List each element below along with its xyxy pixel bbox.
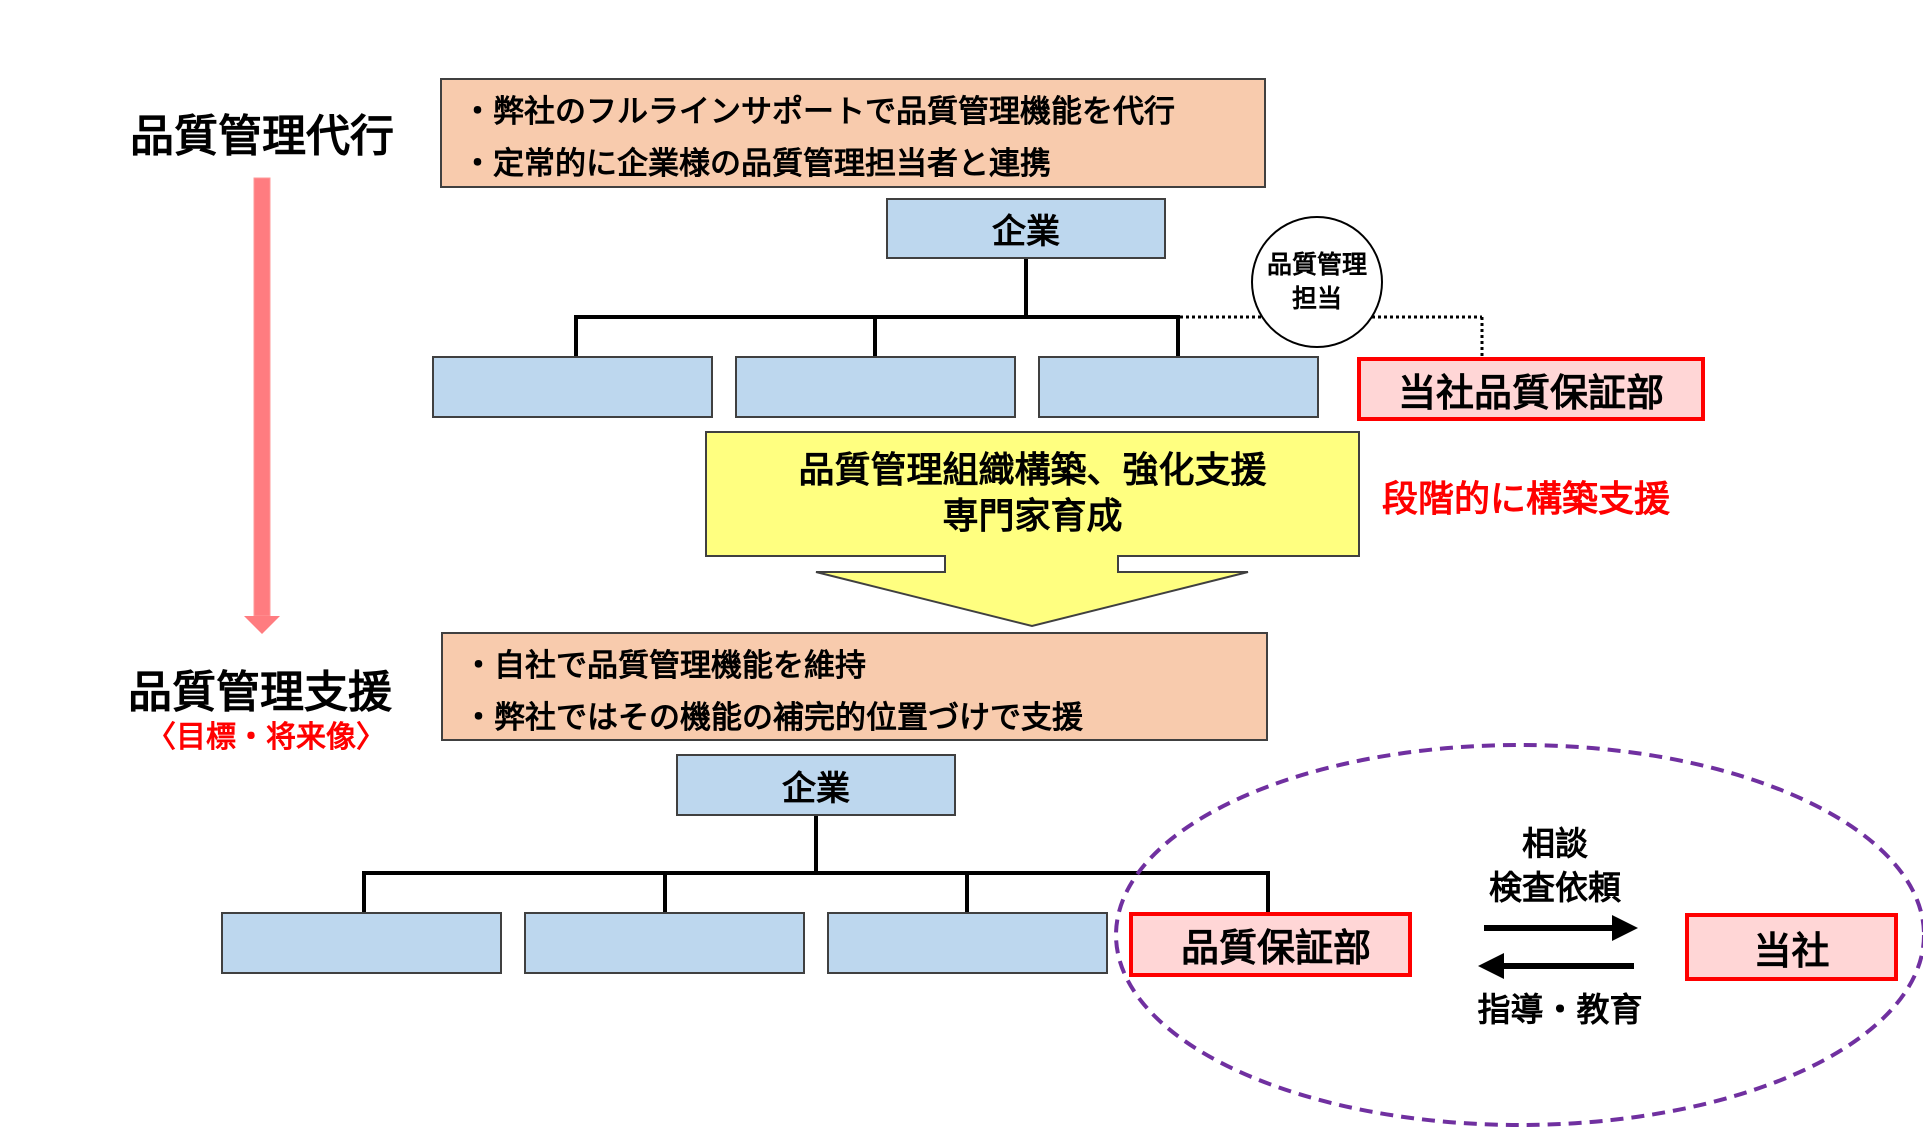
stage1-org-lines — [574, 259, 1180, 356]
transition-banner: 品質管理組織構築、強化支援 専門家育成 — [705, 431, 1360, 557]
stage1-dept-box — [735, 356, 1016, 418]
stage1-title: 品質管理代行 — [130, 111, 394, 162]
stage2-info-box: ・自社で品質管理機能を維持 ・弊社ではその機能の補完的位置づけで支援 — [441, 632, 1268, 741]
our-company-box: 当社 — [1685, 913, 1898, 981]
inspection-request-label: 検査依頼 — [1489, 868, 1621, 907]
stage1-point-1: ・弊社のフルラインサポートで品質管理機能を代行 — [462, 94, 1175, 130]
stage1-info-box: ・弊社のフルラインサポートで品質管理機能を代行 ・定常的に企業様の品質管理担当者… — [440, 78, 1266, 188]
stage2-point-2: ・弊社ではその機能の補完的位置づけで支援 — [463, 700, 1083, 736]
transition-arrow-joint — [946, 554, 1117, 560]
request-arrow-right — [1484, 915, 1638, 941]
stage1-dept-box — [1038, 356, 1319, 418]
stepwise-support-note: 段階的に構築支援 — [1382, 479, 1671, 520]
qa-dept-box: 品質保証部 — [1129, 912, 1412, 977]
stage1-point-2: ・定常的に企業様の品質管理担当者と連携 — [462, 146, 1051, 182]
guidance-label: 指導・教育 — [1477, 990, 1643, 1029]
stage2-company-box: 企業 — [676, 754, 956, 816]
stage2-dept-box — [524, 912, 805, 974]
stage1-dept-box — [432, 356, 713, 418]
our-qa-dept-box: 当社品質保証部 — [1357, 357, 1705, 421]
stage2-dept-box — [221, 912, 502, 974]
transition-line-2: 専門家育成 — [942, 496, 1123, 537]
stage2-subtitle: 〈目標・将来像〉 — [146, 720, 386, 755]
stage2-org-lines — [362, 815, 1270, 912]
transition-line-1: 品質管理組織構築、強化支援 — [798, 450, 1267, 491]
consult-label: 相談 — [1522, 824, 1588, 863]
stage2-title: 品質管理支援 — [128, 667, 392, 718]
stage2-dept-box — [827, 912, 1108, 974]
guidance-arrow-left — [1478, 953, 1634, 979]
request-labels: 相談 検査依頼 — [1460, 822, 1650, 910]
qc-person-label-2: 担当 — [1291, 284, 1342, 313]
transition-arrow-head — [815, 555, 1249, 628]
qc-person-label-1: 品質管理 — [1266, 250, 1367, 279]
progress-arrow — [244, 177, 280, 634]
stage1-company-box: 企業 — [886, 198, 1166, 259]
qc-person-circle: 品質管理 担当 — [1251, 216, 1383, 348]
stage2-point-1: ・自社で品質管理機能を維持 — [463, 648, 866, 684]
